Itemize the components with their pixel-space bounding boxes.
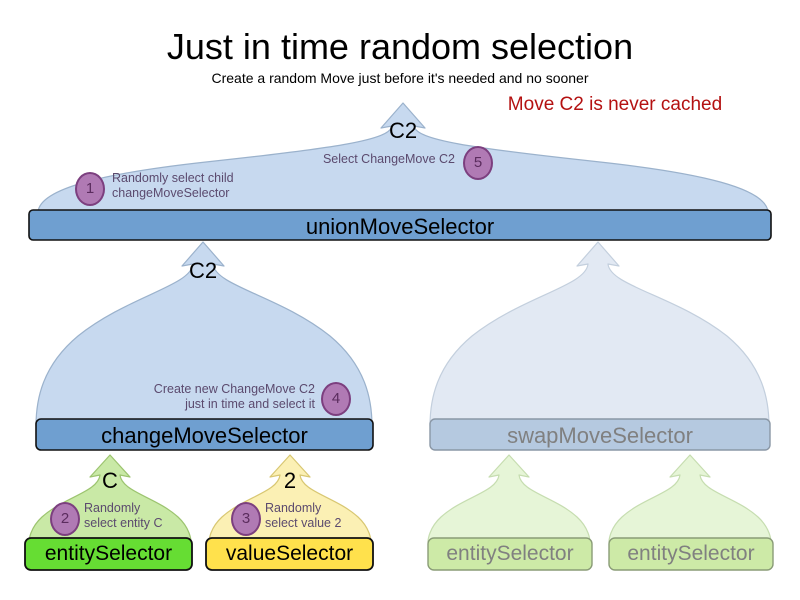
node-union-label: unionMoveSelector — [305, 214, 495, 239]
node-value-left-box[interactable] — [205, 537, 374, 571]
flow-label-union-out: C2 — [388, 118, 418, 143]
step-badge-1: 1 — [75, 172, 105, 206]
node-union-bar[interactable] — [28, 209, 772, 241]
flow-label-change-out: C2 — [188, 258, 218, 283]
step-badge-5: 5 — [463, 146, 493, 180]
node-entity-left-label: entitySelector — [44, 542, 173, 565]
step-note-3: Randomly select value 2 — [265, 501, 342, 530]
step-note-5: Select ChangeMove C2 — [322, 152, 455, 166]
arrow-entity-swap-1-out — [427, 454, 591, 543]
arrow-swap-out — [429, 241, 770, 427]
node-swap-label: swapMoveSelector — [507, 423, 693, 448]
flow-label-value-out: 2 — [283, 468, 297, 493]
arrow-entity-swap-2-out — [608, 454, 772, 543]
flow-label-entity-out: C — [102, 468, 118, 493]
node-entity-swap-1-box[interactable] — [427, 537, 593, 571]
node-entity-left-box[interactable] — [24, 537, 193, 571]
step-note-2: Randomly select entity C — [84, 501, 163, 530]
node-entity-swap-1-label: entitySelector — [446, 542, 574, 565]
step-badge-2: 2 — [50, 502, 80, 536]
node-swap-bar[interactable] — [429, 418, 771, 451]
page-title: Just in time random selection — [166, 26, 634, 67]
step-note-4: Create new ChangeMove C2 just in time an… — [153, 382, 315, 411]
page-subtitle: Create a random Move just before it's ne… — [211, 70, 589, 86]
step-note-1: Randomly select child changeMoveSelector — [112, 171, 234, 200]
cache-warning-note: Move C2 is never cached — [507, 94, 723, 115]
node-change-label: changeMoveSelector — [101, 423, 308, 448]
step-badge-4: 4 — [321, 382, 351, 416]
node-value-left-label: valueSelector — [225, 542, 354, 565]
node-change-bar[interactable] — [35, 418, 374, 451]
node-entity-swap-2-label: entitySelector — [627, 542, 755, 565]
step-badge-3: 3 — [231, 502, 261, 536]
node-entity-swap-2-box[interactable] — [608, 537, 774, 571]
